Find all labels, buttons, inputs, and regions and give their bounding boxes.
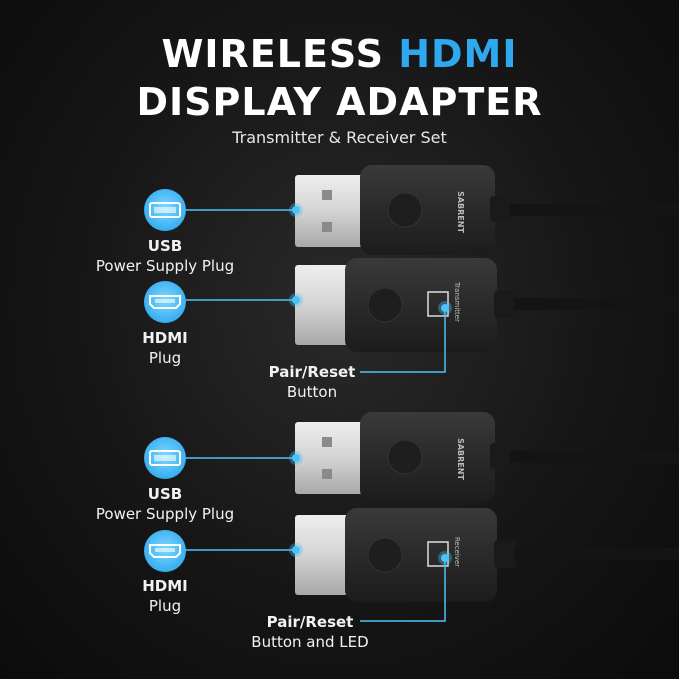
callout-line (360, 308, 446, 373)
device-button (367, 537, 403, 573)
set1-hdmi-label: HDMI Plug (115, 328, 215, 368)
usb-plug-metal (295, 422, 365, 494)
cable-strain-relief (494, 540, 516, 568)
device-button (367, 287, 403, 323)
label-subtitle: Power Supply Plug (95, 505, 235, 523)
label-title: USB (147, 485, 183, 503)
usb-port-icon (144, 189, 186, 231)
headline-word-wireless: WIRELESS (161, 32, 384, 76)
pair-reset-button-outline (427, 541, 449, 567)
set1-pair-label: Pair/Reset Button (252, 362, 372, 402)
device-print-text: Transmitter (453, 281, 461, 322)
set2-usb-label: USB Power Supply Plug (85, 484, 245, 524)
usb-device-body (360, 165, 495, 255)
cable-strain-relief (490, 196, 512, 222)
usb-plug-hole (322, 437, 332, 447)
hdmi-device-body (345, 258, 497, 352)
usb-device-body (360, 412, 495, 502)
callout-dot (441, 304, 449, 312)
callout-dot (292, 206, 300, 214)
label-subtitle: Button (286, 383, 338, 401)
device-print-text: Receiver (453, 537, 461, 567)
callout-dot (292, 454, 300, 462)
callout-dot (292, 296, 300, 304)
label-subtitle: Power Supply Plug (95, 257, 235, 275)
usb-plug-hole (322, 190, 332, 200)
headline-line-1: WIRELESS HDMI (0, 32, 679, 76)
callout-dot (441, 554, 449, 562)
headline-word-hdmi: HDMI (398, 32, 518, 76)
usb-plug-hole (322, 222, 332, 232)
pair-reset-button-outline (427, 291, 449, 317)
cable-strain-relief (494, 290, 516, 318)
set1-usb-label: USB Power Supply Plug (85, 236, 245, 276)
label-subtitle: Plug (148, 349, 182, 367)
set2-pair-label: Pair/Reset Button and LED (240, 612, 380, 652)
set1-usb-device: SABRENT (295, 165, 679, 255)
hdmi-port-icon (144, 530, 186, 572)
callout-dot (292, 546, 300, 554)
label-title: Pair/Reset (268, 363, 356, 381)
label-subtitle: Plug (148, 597, 182, 615)
subtitle: Transmitter & Receiver Set (232, 128, 447, 147)
headline-line-2: DISPLAY ADAPTER (136, 80, 543, 124)
set2-usb-device: SABRENT (295, 412, 679, 502)
brand-logo-text: SABRENT (456, 191, 465, 233)
brand-logo-text: SABRENT (456, 438, 465, 480)
cable-strain-relief (490, 443, 512, 469)
set1-hdmi-device: Transmitter (295, 258, 679, 352)
device-button (387, 439, 423, 475)
hdmi-device-body (345, 508, 497, 602)
usb-plug-hole (322, 469, 332, 479)
usb-port-icon (144, 437, 186, 479)
label-title: Pair/Reset (266, 613, 354, 631)
hdmi-port-icon (144, 281, 186, 323)
set2-hdmi-device: Receiver (295, 508, 679, 602)
label-title: HDMI (142, 577, 188, 595)
set2-hdmi-label: HDMI Plug (115, 576, 215, 616)
label-subtitle: Button and LED (251, 633, 369, 651)
device-button (387, 192, 423, 228)
label-title: USB (147, 237, 183, 255)
usb-plug-metal (295, 175, 365, 247)
callout-line (360, 558, 446, 622)
label-title: HDMI (142, 329, 188, 347)
